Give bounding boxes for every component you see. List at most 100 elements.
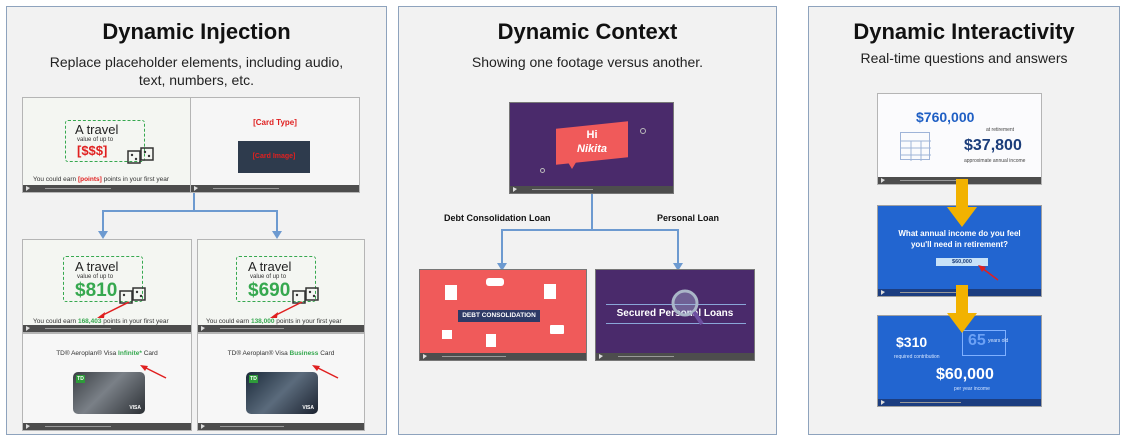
age-box [962, 330, 1006, 356]
panel-dynamic-context: Dynamic Context Showing one footage vers… [398, 6, 777, 435]
video-controls[interactable] [198, 423, 364, 430]
variant-a-card-name: Infinite* [118, 350, 142, 357]
greeting-hi: Hi [586, 129, 598, 141]
panel-title: Dynamic Interactivity [853, 19, 1075, 44]
connector-line [276, 210, 278, 232]
variant-b-card-slide: TD® Aeroplan® Visa Business Card TD VISA [197, 333, 365, 431]
variant-a-value-of-up-to: value of up to [77, 274, 114, 280]
document-icon [445, 285, 457, 300]
contribution-label: required contribution [894, 354, 940, 360]
connector-line [501, 229, 503, 265]
earn-suffix: points in your first year [276, 318, 342, 325]
variant-b-a-travel: A travel [248, 259, 292, 274]
red-arrow-icon [310, 364, 340, 380]
template-card-image: [Card Image] [252, 153, 296, 160]
template-placeholder-value: [$$$] [77, 143, 108, 158]
red-arrow-icon [93, 300, 133, 320]
variant-b-points: 138,000 [250, 318, 275, 325]
video-controls[interactable] [420, 353, 586, 360]
panel-subtitle: Real-time questions and answers [860, 50, 1068, 66]
panel-subtitle: Replace placeholder elements, including … [49, 54, 344, 88]
credit-card-image: TD VISA [73, 372, 145, 414]
dice-icon [119, 286, 147, 306]
banner-line [606, 323, 746, 324]
earn-prefix: You could earn [33, 318, 77, 325]
video-controls[interactable] [23, 423, 191, 430]
connector-line [102, 210, 104, 232]
connector-line [591, 194, 593, 230]
credit-card-image: TD VISA [246, 372, 318, 414]
panel-title: Dynamic Context [497, 19, 678, 44]
earn-prefix: You could earn [33, 176, 77, 183]
template-slide-travel: A travel value of up to [$$$] You could … [22, 97, 192, 193]
variant-a-card-title: TD® Aeroplan® Visa Infinite* Card [23, 350, 191, 357]
card-prefix: TD® Aeroplan® Visa [227, 350, 288, 357]
retirement-summary-slide: $760,000 at retirement $37,800 approxima… [877, 93, 1042, 185]
variant-b-value-of-up-to: value of up to [250, 274, 287, 280]
td-logo: TD [76, 375, 85, 383]
retirement-amount: $760,000 [916, 109, 975, 125]
variant-graphic-box [63, 256, 143, 302]
flow-arrow-icon [947, 179, 977, 229]
annual-income: $37,800 [964, 137, 1022, 154]
retirement-age: 65 [968, 332, 986, 349]
personal-loan-slide: Secured Personal Loans [595, 269, 755, 361]
template-earn-line: You could earn [points] points in your f… [33, 176, 169, 183]
age-label: years old [988, 338, 1009, 344]
panel-subtitle: Showing one footage versus another. [471, 54, 704, 70]
template-a-travel: A travel [75, 122, 119, 137]
personal-loan-banner: Secured Personal Loans [616, 308, 734, 319]
connector-line [501, 229, 678, 231]
decor-circle [640, 128, 646, 134]
greeting-slide: Hi Nikita [509, 102, 674, 194]
template-slide-card: [Card Type] [Card Image] [190, 97, 360, 193]
card-suffix: Card [143, 350, 158, 357]
video-controls[interactable] [878, 399, 1041, 406]
card-suffix: Card [320, 350, 335, 357]
arrow-down-icon [98, 231, 108, 239]
placeholder-points: [points] [77, 176, 102, 183]
car-icon [486, 278, 504, 286]
dice-icon [127, 146, 155, 166]
answer-input[interactable]: $60,000 [936, 258, 988, 266]
video-controls[interactable] [23, 325, 191, 332]
video-controls[interactable] [23, 185, 191, 192]
variant-a-value: $810 [75, 280, 118, 301]
magnifier-icon [670, 288, 704, 328]
house-icon [442, 330, 452, 339]
video-controls[interactable] [596, 353, 754, 360]
earn-suffix: points in your first year [103, 318, 169, 325]
connector-line [193, 193, 195, 211]
question-text: What annual income do you feel you'll ne… [898, 229, 1021, 249]
variant-b-value: $690 [248, 280, 291, 301]
branch-label-left: Debt Consolidation Loan [444, 213, 551, 223]
document-icon [486, 334, 496, 347]
card-network-label: VISA [129, 405, 141, 411]
variant-a-points: 168,403 [77, 318, 102, 325]
credit-card-icon [550, 325, 564, 334]
variant-b-earn-line: You could earn 138,000 points in your fi… [206, 318, 342, 325]
bubble-tail [566, 159, 578, 169]
video-controls[interactable] [510, 186, 673, 193]
decor-circle [540, 168, 545, 173]
red-arrow-icon [138, 364, 168, 380]
debt-consolidation-slide: DEBT CONSOLIDATION [419, 269, 587, 361]
at-retirement-label: at retirement [986, 127, 1015, 133]
arrow-down-icon [272, 231, 282, 239]
video-controls[interactable] [191, 185, 359, 192]
panel-dynamic-injection: Dynamic Injection Replace placeholder el… [6, 6, 387, 435]
variant-a-a-travel: A travel [75, 259, 119, 274]
required-contribution: $310 [896, 334, 928, 350]
per-year-income: $60,000 [936, 366, 994, 383]
video-controls[interactable] [198, 325, 364, 332]
template-card-image-box [238, 141, 310, 173]
connector-line [102, 210, 277, 212]
panel-title: Dynamic Injection [102, 19, 291, 44]
template-card-type: [Card Type] [253, 118, 297, 127]
earn-suffix: points in your first year [103, 176, 169, 183]
variant-a-travel-slide: A travel value of up to $810 You could e… [22, 239, 192, 333]
arrow-down-icon [497, 263, 507, 271]
document-icon [544, 284, 556, 299]
debt-banner: DEBT CONSOLIDATION [458, 310, 540, 322]
connector-line [677, 229, 679, 265]
